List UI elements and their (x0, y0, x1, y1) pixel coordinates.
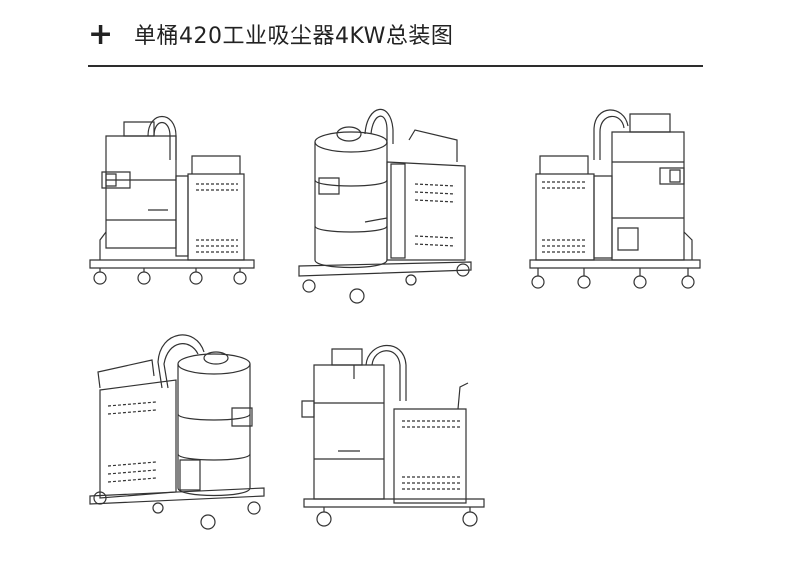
header: + 单桶420工业吸尘器4KW总装图 (88, 18, 703, 68)
plus-icon: + (88, 17, 114, 52)
front-view (298, 335, 488, 533)
title-divider (88, 65, 703, 67)
right-side-view (528, 100, 703, 295)
front-three-quarter-view (295, 100, 475, 305)
left-side-view (88, 100, 258, 290)
rear-three-quarter-view (86, 322, 268, 534)
page-title: 单桶420工业吸尘器4KW总装图 (134, 24, 454, 49)
